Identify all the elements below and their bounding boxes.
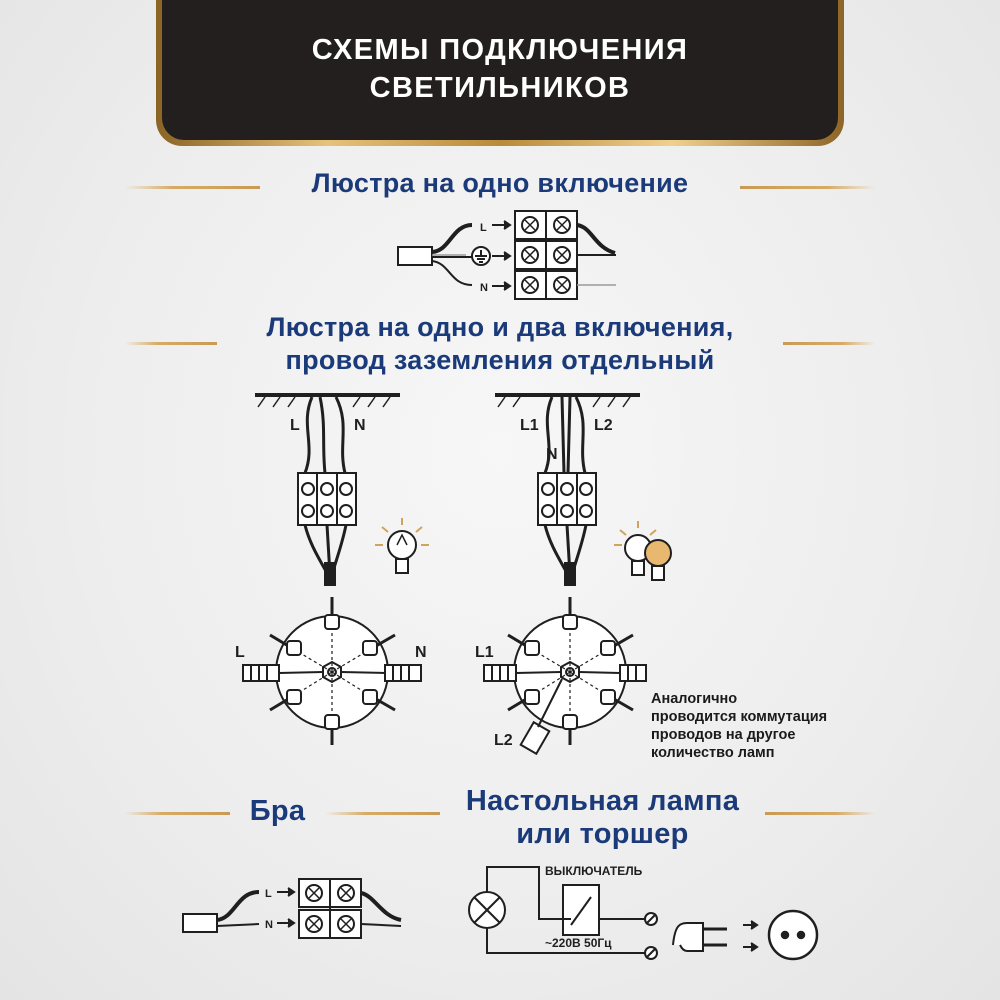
svg-text:N: N xyxy=(265,919,273,931)
lightbulb-icon xyxy=(614,521,672,581)
section-title-double-line1: Люстра на одно и два включения, xyxy=(266,312,734,342)
section-title-lamp-line2: или торшер xyxy=(516,818,689,850)
svg-text:L2: L2 xyxy=(594,417,613,434)
svg-text:L1: L1 xyxy=(475,644,494,661)
gold-divider-right xyxy=(740,186,875,189)
note-line4: количество ламп xyxy=(651,745,775,761)
gold-divider-mid-3 xyxy=(325,812,440,815)
gold-divider-left-2 xyxy=(125,342,217,345)
single-switch-diagram: L N xyxy=(397,210,616,300)
svg-text:ВЫКЛЮЧАТЕЛЬ: ВЫКЛЮЧАТЕЛЬ xyxy=(545,864,643,878)
gold-divider-left-3 xyxy=(125,812,230,815)
single-switch-chandelier-diagram: L N xyxy=(255,393,429,586)
table-lamp-diagram: ВЫКЛЮЧАТЕЛЬ ~220В 50Гц xyxy=(468,864,819,961)
header-panel: СХЕМЫ ПОДКЛЮЧЕНИЯ СВЕТИЛЬНИКОВ xyxy=(162,0,838,140)
section-title-double-line2: провод заземления отдельный xyxy=(285,345,715,375)
header-title-line2: СВЕТИЛЬНИКОВ xyxy=(369,72,631,104)
note-line1: Аналогично xyxy=(651,691,738,707)
section-title-sconce: Бра xyxy=(249,795,306,827)
double-switch-chandelier-diagram: L1 L2 N xyxy=(495,393,672,586)
section-title-lamp-line1: Настольная лампа xyxy=(465,785,740,817)
cable-end-icon xyxy=(397,246,433,266)
note-text: Аналогично проводится коммутация проводо… xyxy=(651,690,861,762)
double-switch-junction-diagram: L1 L2 xyxy=(475,597,647,755)
svg-text:~220В 50Гц: ~220В 50Гц xyxy=(545,936,612,950)
svg-text:L: L xyxy=(265,888,272,900)
svg-text:L1: L1 xyxy=(520,417,539,434)
gold-divider-left xyxy=(125,186,260,189)
svg-text:L: L xyxy=(290,417,300,434)
section-title-double-switch: Люстра на одно и два включения, провод з… xyxy=(200,311,800,377)
cable-end-icon xyxy=(182,913,218,933)
lightbulb-icon xyxy=(375,518,429,574)
svg-text:N: N xyxy=(415,644,427,661)
gold-divider-right-3 xyxy=(765,812,875,815)
sconce-diagram: L N xyxy=(182,878,402,939)
single-switch-junction-diagram: L N xyxy=(235,597,427,745)
svg-text:L: L xyxy=(235,644,245,661)
gold-divider-right-2 xyxy=(783,342,875,345)
header-title-line1: СХЕМЫ ПОДКЛЮЧЕНИЯ xyxy=(311,34,689,66)
note-line2: проводится коммутация xyxy=(651,709,828,725)
header-banner: СХЕМЫ ПОДКЛЮЧЕНИЯ СВЕТИЛЬНИКОВ xyxy=(156,0,844,146)
svg-text:N: N xyxy=(480,282,488,294)
svg-text:N: N xyxy=(354,417,366,434)
svg-text:L: L xyxy=(480,222,487,234)
section-title-table-lamp: Настольная лампа или торшер xyxy=(440,785,765,851)
socket-icon xyxy=(767,909,819,961)
section-title-single-switch: Люстра на одно включение xyxy=(311,168,689,198)
note-line3: проводов на другое xyxy=(651,727,796,743)
svg-text:L2: L2 xyxy=(494,732,513,749)
svg-text:N: N xyxy=(546,446,558,463)
plug-icon xyxy=(672,920,759,952)
